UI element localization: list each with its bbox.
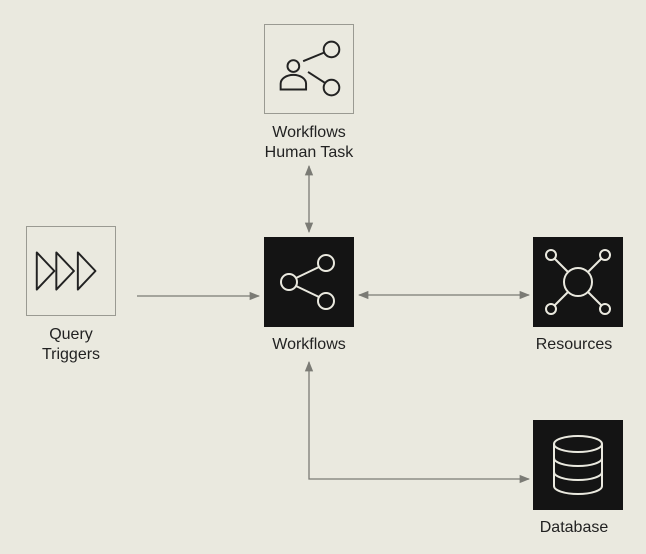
- hub-network-icon: [545, 249, 611, 315]
- workflows-label: Workflows: [272, 336, 346, 353]
- triple-chevron-icon: [35, 251, 97, 291]
- human-task-label: Workflows Human Task: [264, 124, 354, 161]
- connector-workflows-database: [304, 360, 531, 484]
- database-node[interactable]: [533, 420, 623, 510]
- triggers-node[interactable]: [26, 226, 116, 316]
- workflows-node[interactable]: [264, 237, 354, 327]
- share-user-icon: [279, 40, 341, 97]
- resources-label: Resources: [535, 336, 613, 353]
- human-task-node[interactable]: [264, 24, 354, 114]
- resources-node[interactable]: [533, 237, 623, 327]
- triggers-label: Query Triggers: [41, 326, 101, 363]
- database-label: Database: [539, 519, 609, 536]
- share-icon: [280, 254, 335, 310]
- database-icon: [553, 435, 603, 495]
